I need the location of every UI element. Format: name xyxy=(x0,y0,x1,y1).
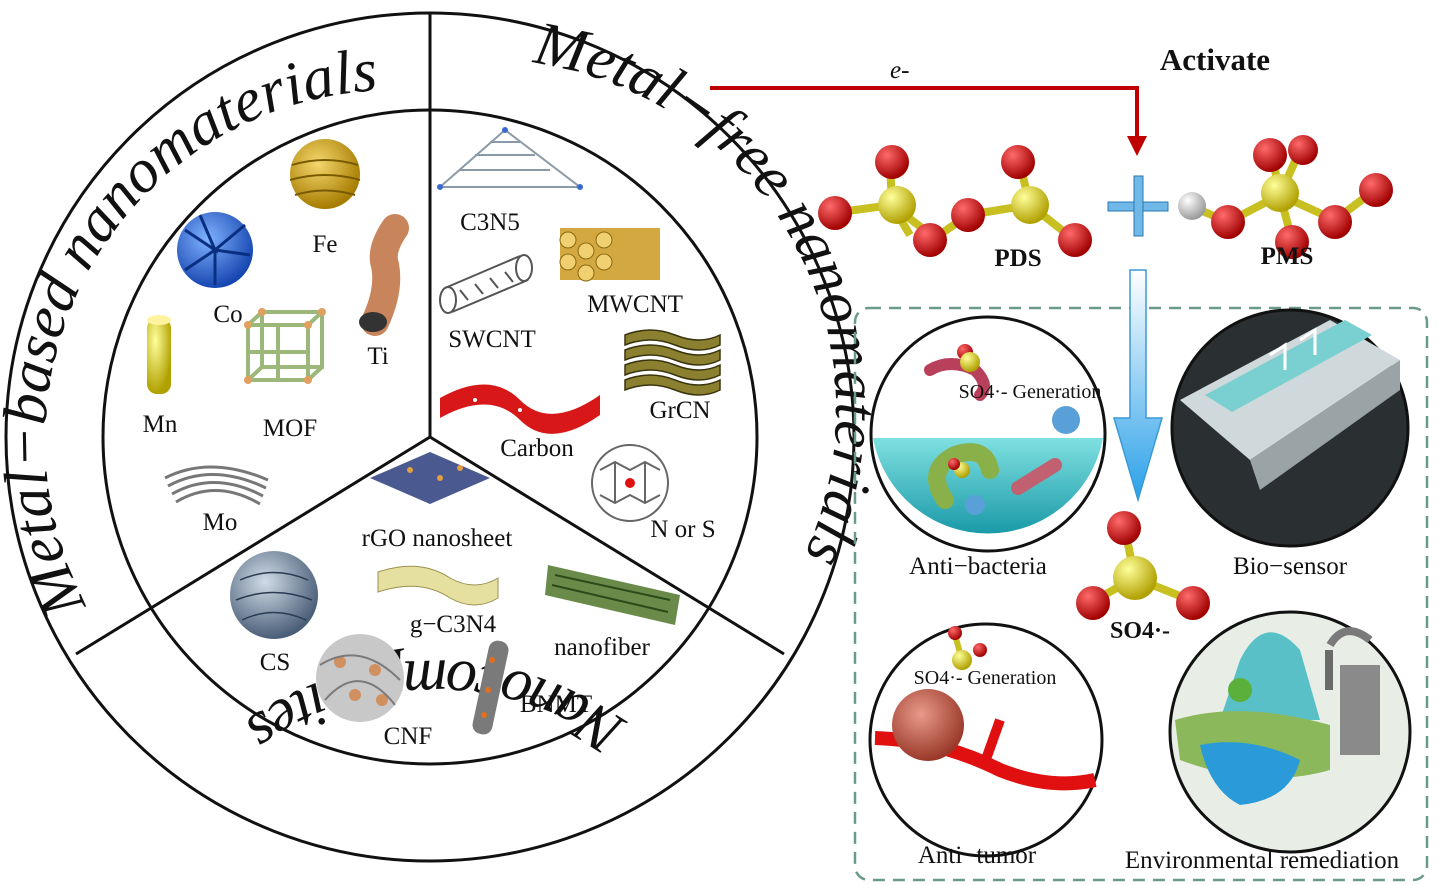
rgo-nanosheet-icon xyxy=(370,452,490,504)
antibacteria-generation-label: SO4·- Generation xyxy=(959,381,1102,403)
wheel-divider-right xyxy=(429,435,785,656)
down-arrow-icon xyxy=(1112,269,1164,503)
n-or-s-label: N or S xyxy=(650,516,715,543)
swcnt-label: SWCNT xyxy=(448,326,536,353)
pms-molecule-icon xyxy=(1178,135,1393,259)
metal-free-title: Metal−free nanomaterials xyxy=(528,9,890,577)
cnf-label: CNF xyxy=(384,723,433,750)
sulfate-radical-label: SO4·- xyxy=(1110,618,1170,644)
ti-label: Ti xyxy=(367,343,388,370)
mwcnt-label: MWCNT xyxy=(587,291,683,318)
bnmt-rod-icon xyxy=(472,640,509,735)
sulfate-radical-icon xyxy=(1076,511,1210,620)
wheel-divider-left xyxy=(75,435,431,656)
cs-sphere-icon xyxy=(230,551,318,639)
bnmt-label: BNMT xyxy=(520,691,592,718)
mof-label: MOF xyxy=(263,415,317,442)
nanocomposites-sector: rGO nanosheet g−C3N4 nanofiber CS CNF BN… xyxy=(230,452,680,750)
rgo-label: rGO nanosheet xyxy=(362,525,513,552)
cnf-network-icon xyxy=(316,634,404,722)
applications-panel: SO4·- Generation Anti−bacteria Bio−senso… xyxy=(853,269,1429,882)
plus-icon xyxy=(1107,175,1169,237)
electron-transfer-arrow xyxy=(710,86,1139,140)
c3n5-lattice-icon xyxy=(437,127,583,190)
biosensor-scene xyxy=(1170,308,1410,548)
pds-label: PDS xyxy=(994,245,1041,272)
fe-sphere-icon xyxy=(289,139,361,209)
antitumor-scene xyxy=(868,622,1104,858)
mof-cage-icon xyxy=(244,308,326,384)
antitumor-generation-label: SO4·- Generation xyxy=(914,667,1057,689)
mo-label: Mo xyxy=(203,509,238,536)
swcnt-tube-icon xyxy=(439,254,533,314)
grcn-label: GrCN xyxy=(649,397,710,424)
activate-label: Activate xyxy=(1160,42,1270,77)
antibacteria-label: Anti−bacteria xyxy=(909,553,1047,580)
co-label: Co xyxy=(213,301,242,328)
mo-sheets-icon xyxy=(164,465,269,506)
antitumor-label: Anti−tumor xyxy=(918,842,1037,869)
grcn-layers-icon xyxy=(624,329,721,396)
gc3n4-label: g−C3N4 xyxy=(410,611,497,638)
ti-tube-icon xyxy=(359,214,409,336)
nanofiber-mesh-icon xyxy=(545,565,680,625)
carbon-label: Carbon xyxy=(500,435,574,462)
c3n5-label: C3N5 xyxy=(460,209,520,236)
metal-free-sector: C3N5 MWCNT SWCNT GrCN xyxy=(437,127,721,543)
environmental-label: Environmental remediation xyxy=(1125,847,1400,874)
co-flower-icon xyxy=(177,212,253,288)
carbon-sheet-icon xyxy=(440,384,600,434)
nanofiber-label: nanofiber xyxy=(554,634,650,661)
pds-molecule-icon xyxy=(818,145,1092,257)
mn-rod-icon xyxy=(147,315,171,394)
environmental-scene xyxy=(1168,610,1412,854)
cs-label: CS xyxy=(260,649,291,676)
antibacteria-scene xyxy=(869,315,1107,553)
mwcnt-bundle-icon xyxy=(559,228,660,282)
pms-label: PMS xyxy=(1261,243,1314,270)
biosensor-label: Bio−sensor xyxy=(1233,553,1348,580)
electron-label: e- xyxy=(890,57,909,84)
n-or-s-doped-icon xyxy=(591,444,669,522)
mn-label: Mn xyxy=(143,411,178,438)
fe-label: Fe xyxy=(313,231,338,258)
gc3n4-sheet-icon xyxy=(377,565,499,606)
activation-section: e- Activate PDS xyxy=(710,42,1393,272)
materials-wheel: Metal−based nanomaterials Metal−free nan… xyxy=(0,9,890,863)
metal-based-sector: Fe Co Ti Mn MOF xyxy=(143,139,409,536)
electron-arrowhead-icon xyxy=(1127,136,1147,156)
